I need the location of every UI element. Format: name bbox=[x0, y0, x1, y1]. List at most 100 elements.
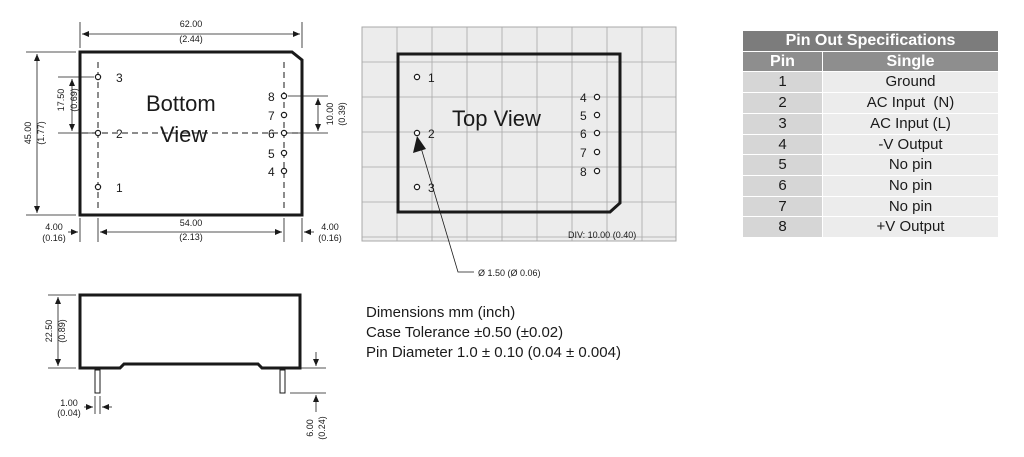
top-view-label: Top View bbox=[452, 106, 541, 131]
side-view-outline bbox=[78, 293, 302, 370]
pin-function-cell: -V Output bbox=[822, 133, 999, 156]
top-pin-label: 6 bbox=[580, 127, 587, 141]
pin-diameter-leader bbox=[418, 140, 474, 273]
top-pin-2-marker bbox=[413, 129, 421, 137]
side-view-right-pin bbox=[279, 369, 286, 394]
top-pin-label: 4 bbox=[580, 91, 587, 105]
top-pin-label: 2 bbox=[428, 127, 435, 141]
bottom-pin-label: 6 bbox=[268, 127, 275, 141]
table-row: 4-V Output bbox=[742, 133, 999, 156]
pin-diameter-callout: Ø 1.50 (Ø 0.06) bbox=[478, 268, 541, 278]
note-pin-diameter: Pin Diameter 1.0 ± 0.10 (0.04 ± 0.004) bbox=[366, 344, 621, 361]
dim-pin-row-mm: 17.50 bbox=[56, 89, 66, 112]
bottom-pin-3-marker bbox=[94, 73, 102, 81]
side-view-left-pin bbox=[94, 369, 101, 394]
pin-number-cell: 3 bbox=[742, 112, 823, 135]
dim-pin-row-in: (0.69) bbox=[69, 88, 79, 112]
bottom-pin-label: 7 bbox=[268, 109, 275, 123]
top-pin-label: 1 bbox=[428, 71, 435, 85]
top-pin-3-marker bbox=[413, 183, 421, 191]
bottom-pin-6-marker bbox=[280, 129, 288, 137]
dim-pin-width-mm: 1.00 bbox=[60, 398, 78, 408]
grid-division-note: DIV: 10.00 (0.40) bbox=[568, 230, 636, 240]
dimension-notes: Dimensions mm (inch) Case Tolerance ±0.5… bbox=[366, 303, 621, 363]
bottom-pin-label: 2 bbox=[116, 127, 123, 141]
pin-number-cell: 5 bbox=[742, 154, 823, 176]
top-pin-label: 3 bbox=[428, 181, 435, 195]
top-pin-8-marker bbox=[593, 167, 601, 175]
dim-height-mm: 45.00 bbox=[23, 122, 33, 145]
bottom-pin-label: 4 bbox=[268, 165, 275, 179]
table-row: 8+V Output bbox=[742, 216, 999, 239]
pin-number-cell: 1 bbox=[742, 71, 823, 94]
bottom-pin-label: 8 bbox=[268, 90, 275, 104]
bottom-pin-4-marker bbox=[280, 167, 288, 175]
top-pin-6-marker bbox=[593, 129, 601, 137]
dim-right-edge-mm: 4.00 bbox=[321, 222, 339, 232]
dim-side-height-in: (0.89) bbox=[57, 319, 67, 343]
dim-right-row-in: (0.39) bbox=[337, 102, 347, 126]
pin-function-cell: +V Output bbox=[822, 216, 999, 239]
pin-number-cell: 4 bbox=[742, 133, 823, 156]
bottom-pin-5-marker bbox=[280, 149, 288, 157]
pin-table-title: Pin Out Specifications bbox=[742, 30, 999, 52]
pin-function-cell: No pin bbox=[822, 154, 999, 176]
pin-function-cell: AC Input (N) bbox=[822, 92, 999, 114]
pin-number-cell: 8 bbox=[742, 216, 823, 239]
top-pin-7-marker bbox=[593, 148, 601, 156]
pin-number-cell: 6 bbox=[742, 174, 823, 197]
note-case-tolerance: Case Tolerance ±0.50 (±0.02) bbox=[366, 324, 564, 341]
dim-height-in: (1.77) bbox=[36, 121, 46, 145]
dim-width-mm: 62.00 bbox=[180, 19, 203, 29]
top-pin-1-marker bbox=[413, 73, 421, 81]
dim-side-height-mm: 22.50 bbox=[44, 320, 54, 343]
bottom-pin-label: 1 bbox=[116, 181, 123, 195]
top-view: Top View 1 2 3 4 5 6 7 8 DIV: 10.00 (0.4… bbox=[361, 26, 677, 278]
dim-pin-length-mm: 6.00 bbox=[305, 419, 315, 437]
bottom-pin-1-marker bbox=[94, 183, 102, 191]
pin-function-cell: No pin bbox=[822, 174, 999, 197]
bottom-view-outline bbox=[78, 50, 304, 217]
dim-right-edge-in: (0.16) bbox=[318, 233, 342, 243]
bottom-view-label-line1: Bottom bbox=[146, 91, 216, 116]
pin-column-header: Pin bbox=[742, 50, 823, 73]
top-pin-label: 7 bbox=[580, 146, 587, 160]
pin-diameter-arrowhead bbox=[413, 136, 426, 153]
top-pin-label: 8 bbox=[580, 165, 587, 179]
top-pin-label: 5 bbox=[580, 109, 587, 123]
bottom-view-label-line2: View bbox=[160, 122, 207, 147]
top-view-outline bbox=[396, 52, 622, 214]
dim-pin-span-in: (2.13) bbox=[179, 232, 203, 242]
note-units: Dimensions mm (inch) bbox=[366, 304, 516, 321]
top-pin-5-marker bbox=[593, 111, 601, 119]
dim-pin-span-mm: 54.00 bbox=[180, 218, 203, 228]
top-pin-4-marker bbox=[593, 93, 601, 101]
dim-left-edge-in: (0.16) bbox=[42, 233, 66, 243]
pin-number-cell: 7 bbox=[742, 195, 823, 218]
bottom-view: Bottom View 3 2 1 8 7 6 5 4 62.00 (2.44)… bbox=[23, 19, 347, 243]
bottom-pin-8-marker bbox=[280, 92, 288, 100]
bottom-pin-7-marker bbox=[280, 111, 288, 119]
pin-function-cell: Ground bbox=[822, 71, 999, 94]
dim-pin-width-in: (0.04) bbox=[57, 408, 81, 418]
dim-right-row-mm: 10.00 bbox=[325, 103, 335, 126]
bottom-pin-2-marker bbox=[94, 129, 102, 137]
function-column-header: Single bbox=[822, 50, 999, 73]
bottom-pin-label: 5 bbox=[268, 147, 275, 161]
dim-width-in: (2.44) bbox=[179, 34, 203, 44]
dim-left-edge-mm: 4.00 bbox=[45, 222, 63, 232]
side-view: 22.50 (0.89) 1.00 (0.04) 6.00 (0.24) bbox=[44, 293, 327, 440]
pin-function-cell: AC Input (L) bbox=[822, 112, 999, 135]
pin-number-cell: 2 bbox=[742, 92, 823, 114]
dim-pin-length-in: (0.24) bbox=[317, 416, 327, 440]
pin-function-cell: No pin bbox=[822, 195, 999, 218]
top-view-grid-background bbox=[361, 26, 677, 242]
